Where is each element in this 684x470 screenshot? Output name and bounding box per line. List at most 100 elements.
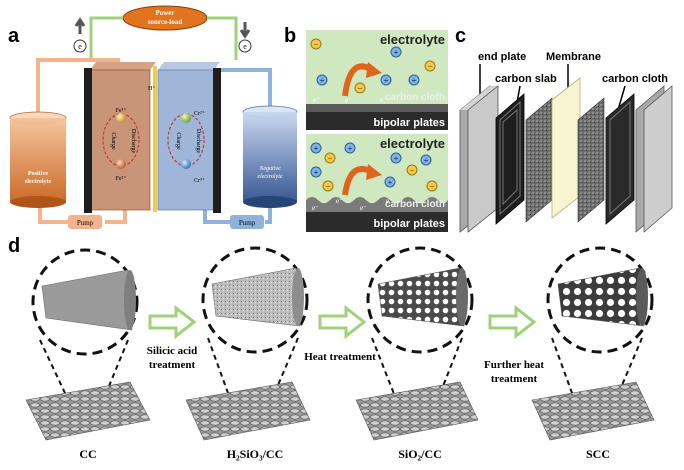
svg-text:+: +: [424, 156, 429, 165]
negative-half-cell: [157, 69, 215, 211]
fe3-ion: [116, 113, 126, 123]
c-leader-carbon-cloth: [617, 85, 626, 111]
panel-label-b: b: [284, 25, 296, 47]
power-label-line1: Power: [155, 9, 174, 17]
positive-electrolyte-line1: Positive: [28, 171, 48, 177]
b-bottom-carbon-layer: [306, 197, 448, 212]
pipe-positive-top: [36, 58, 120, 118]
arrow3-line1: Further heat: [484, 359, 544, 371]
arrow1-line1: Silicic acid: [147, 345, 197, 357]
arrow2-line1: Heat treatment: [304, 351, 376, 363]
sample-scc: [531, 246, 655, 441]
b-top-ions: − + + + + − −: [310, 38, 436, 94]
b-top-electrolyte-label: electrolyte: [380, 32, 445, 47]
b-top-flow-arrowhead: [366, 62, 382, 78]
fe2-ion: [116, 159, 126, 169]
label-sio2: SiO₂/CC: [398, 447, 442, 461]
positive-tank-bottom: [10, 196, 66, 208]
pipe-positive-return: [105, 208, 127, 224]
svg-text:+: +: [394, 154, 399, 163]
negative-electrolyte-line2: electrolyte: [257, 174, 282, 180]
svg-text:+: +: [384, 76, 389, 85]
svg-text:+: +: [320, 76, 325, 85]
electron-symbol-right: e: [243, 42, 247, 51]
electron-circle-right: [238, 39, 252, 53]
cr3-label: Cr³⁺: [194, 177, 205, 184]
cr2-label: Cr²⁺: [194, 110, 205, 117]
cr2-ion: [181, 113, 191, 123]
svg-text:+: +: [388, 178, 393, 187]
b-bottom-electron-3: e⁻: [360, 204, 367, 212]
process-arrow-1: [148, 304, 197, 340]
arrow1-line2: treatment: [149, 359, 196, 371]
b-bottom-electrolyte-label: electrolyte: [380, 136, 445, 151]
panel-label-c: c: [455, 25, 466, 47]
svg-text:−: −: [430, 182, 435, 191]
discharge-label-right: Discharge: [195, 129, 201, 154]
charge-label-right: Charge: [175, 132, 181, 150]
svg-text:−: −: [326, 182, 331, 191]
pipe-negative-top: [200, 68, 272, 110]
pump-left: [68, 215, 102, 229]
process-arrow-3: [488, 304, 537, 340]
svg-text:+: +: [412, 76, 417, 85]
svg-text:−: −: [428, 62, 433, 71]
positive-half-top: [90, 62, 156, 70]
svg-text:+: +: [394, 48, 399, 57]
hplus-label: H⁺: [148, 85, 156, 92]
power-label-line2: source-load: [148, 18, 183, 26]
b-top-bipolar-label: bipolar plates: [373, 117, 445, 129]
sample-cc: [25, 248, 151, 441]
b-top-electron-2: e⁻: [345, 96, 352, 104]
electrode-right: [213, 68, 221, 213]
sample-h2sio3: [185, 246, 311, 441]
c-carbon-cloth-label: carbon cloth: [602, 73, 668, 85]
b-bottom-electron-4: e⁻: [386, 197, 393, 205]
positive-electrolyte-line2: electrolyte: [25, 179, 52, 185]
electron-up-arrow: [74, 17, 86, 34]
b-bottom-flow-arrowhead: [366, 164, 382, 180]
panel-label-a: a: [8, 25, 20, 47]
b-top-electrolyte-bg: [306, 30, 448, 104]
c-end-plate-label: end plate: [478, 51, 526, 63]
svg-text:+: +: [348, 144, 353, 153]
negative-tank: [243, 112, 297, 202]
charge-label-left: Charge: [110, 132, 116, 150]
svg-text:+: +: [314, 144, 319, 153]
c-membrane-label: Membrane: [546, 51, 601, 63]
b-bottom-carbon-label: carbon cloth: [385, 199, 445, 210]
svg-text:−: −: [410, 166, 415, 175]
b-bottom-electron-1: e⁻: [312, 204, 319, 212]
discharge-label-left: Discharge: [130, 129, 136, 154]
svg-text:−: −: [314, 40, 319, 49]
wire-right: [207, 16, 238, 60]
label-scc: SCC: [586, 447, 610, 461]
c-stack: [459, 77, 673, 233]
panel-label-d: d: [8, 235, 20, 257]
b-bottom-ions: + − + − + + − + − +: [310, 142, 438, 192]
b-top-carbon-layer: [306, 104, 448, 112]
process-arrow-2: [318, 304, 367, 340]
positive-cycle: [102, 113, 140, 167]
sample-sio2: [355, 246, 479, 441]
fe3-label: Fe³⁺: [116, 107, 127, 114]
label-cc: CC: [79, 447, 96, 461]
wire-left: [89, 16, 123, 60]
negative-tank-bottom: [243, 196, 297, 208]
b-bottom-bipolar-layer: [306, 212, 448, 232]
svg-text:−: −: [328, 154, 333, 163]
pipe-negative-bottom: [265, 205, 272, 224]
electron-down-arrow: [239, 22, 251, 39]
negative-cycle: [167, 113, 205, 167]
c-carbon-slab-label: carbon slab: [495, 73, 557, 85]
pipe-negative-return: [203, 208, 230, 224]
svg-text:−: −: [358, 84, 363, 93]
pump-right: [230, 215, 264, 229]
arrow3-line2: treatment: [491, 373, 538, 385]
pump-left-label: Pump: [77, 219, 94, 227]
positive-half-cell: [89, 69, 151, 211]
electrode-left: [84, 68, 92, 213]
electron-circle-left: [73, 39, 87, 53]
positive-tank: [10, 118, 66, 202]
